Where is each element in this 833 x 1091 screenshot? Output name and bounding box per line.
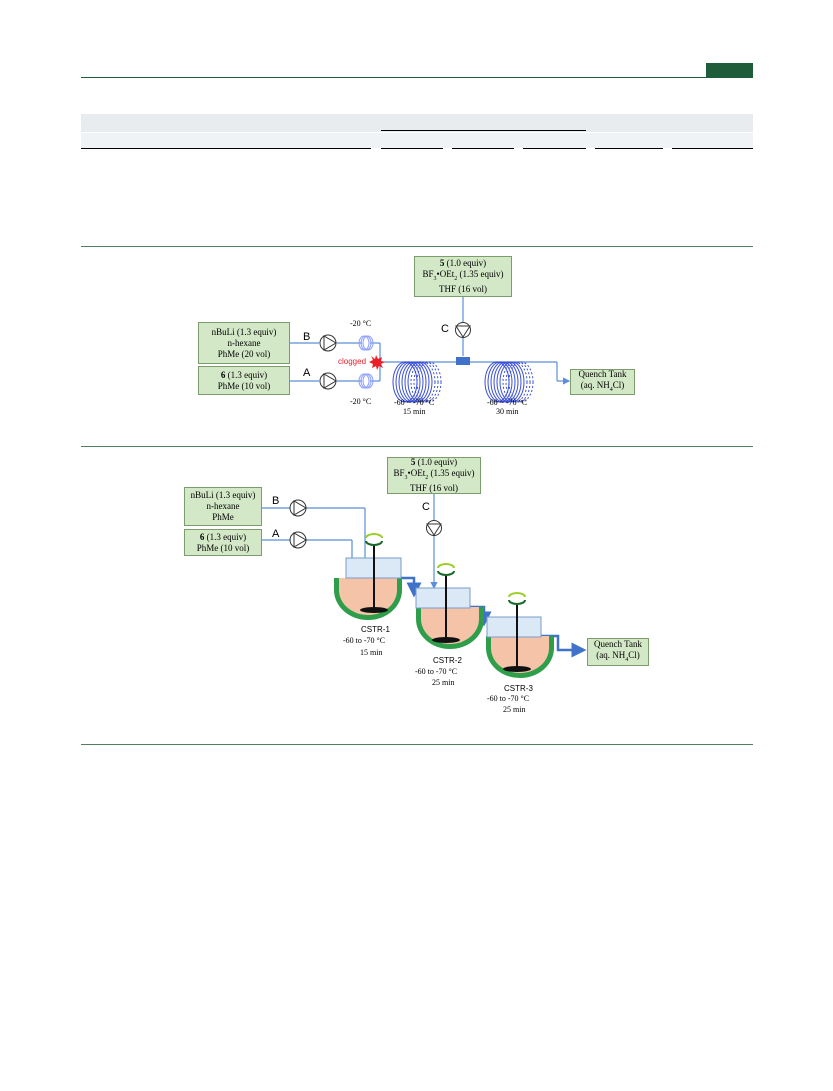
table-header-band [81, 114, 753, 132]
reagent-c-line3: THF (16 vol) [439, 284, 487, 295]
feed-b2-label: B [272, 495, 280, 507]
header-tab [706, 63, 753, 77]
reagent-c-sub3: 3 [433, 275, 437, 282]
reagent-b-line3: PhMe (20 vol) [217, 348, 271, 359]
reagent-c2-oet: •OEt [407, 467, 426, 478]
table-col-rule-4 [523, 148, 586, 149]
cstr-3-time: 25 min [503, 705, 526, 714]
reactor-coil-2-icon [484, 361, 534, 403]
feed-a2-label: A [272, 528, 280, 540]
cstr-3-icon [486, 592, 554, 678]
feed-b-label: B [303, 331, 311, 343]
section-rule-1 [81, 246, 753, 247]
reagent-c-sub2: 2 [454, 275, 458, 282]
table-header-band-2 [81, 133, 753, 148]
quench-cl: Cl) [612, 379, 625, 390]
reagent-c-bf: BF [422, 268, 434, 279]
reactor-coil-1-icon [392, 361, 442, 403]
compound-6-label: 6 [220, 369, 226, 380]
reagent-b2-line3: PhMe [212, 512, 234, 522]
cstr-1-temp: -60 to -70 °C [343, 636, 386, 645]
reagent-c2-line1: (1.0 equiv) [415, 456, 458, 467]
reagent-b-line2: n-hexane [227, 337, 261, 348]
pump-b-icon [319, 334, 337, 352]
reagent-c-equiv: (1.35 equiv) [457, 268, 504, 279]
feed-c-label: C [441, 323, 449, 335]
reagent-a-line2: PhMe (10 vol) [217, 380, 271, 391]
coil-1-time: 15 min [403, 407, 426, 416]
cstr-3-name: CSTR-3 [504, 684, 533, 693]
pump-c2-icon [426, 520, 442, 536]
cstr-2-time: 25 min [432, 678, 455, 687]
coil-1-temp: -60 ~ -70 °C [394, 398, 435, 407]
reagent-a2-line1: (1.3 equiv) [204, 531, 247, 542]
reagent-c2-box: 5 (1.0 equiv) BF3•OEt2 (1.35 equiv) THF … [387, 457, 481, 494]
precool-coil-b-icon [358, 335, 374, 351]
compound-5-label-2: 5 [410, 456, 416, 467]
reagent-b2-box: nBuLi (1.3 equiv) n-hexane PhMe [184, 487, 262, 526]
reagent-b2-line2: n-hexane [206, 501, 240, 511]
reagent-c-box: 5 (1.0 equiv) BF3•OEt2 (1.35 equiv) THF … [414, 256, 512, 297]
cstr-2-name: CSTR-2 [433, 656, 462, 665]
quench2-sub4: 4 [625, 656, 629, 663]
compound-6-label-2: 6 [199, 531, 205, 542]
table-col-rule-3 [452, 148, 514, 149]
pump-a-icon [319, 372, 337, 390]
table-col-rule-1 [81, 148, 371, 149]
clog-burst-icon [369, 355, 385, 370]
quench-tank-2-box: Quench Tank (aq. NH4Cl) [587, 638, 649, 666]
quench-line1: Quench Tank [578, 368, 627, 379]
cstr-1-time: 15 min [360, 648, 383, 657]
feed-c2-label: C [422, 501, 430, 513]
coil-2-time: 30 min [496, 407, 519, 416]
reagent-c2-line3: THF (16 vol) [410, 483, 458, 494]
cstr-1-name: CSTR-1 [361, 625, 390, 634]
precool-b-temp: -20 °C [350, 319, 372, 328]
pump-b2-icon [289, 499, 307, 517]
reagent-c2-equiv: (1.35 equiv) [428, 467, 475, 478]
quench2-nh: (aq. NH [596, 649, 626, 660]
coil-2-temp: -60 ~ -70 °C [487, 398, 528, 407]
reagent-a-box: 6 (1.3 equiv) PhMe (10 vol) [198, 366, 290, 395]
precool-a-temp: -20 °C [350, 397, 372, 406]
reagent-c2-sub3: 3 [404, 474, 408, 481]
reagent-c-line1: (1.0 equiv) [444, 257, 487, 268]
table-col-rule-2 [381, 148, 443, 149]
quench-tank-box: Quench Tank (aq. NH4Cl) [570, 369, 635, 395]
quench-nh: (aq. NH [580, 379, 610, 390]
table-col-rule-5 [595, 148, 663, 149]
reagent-c2-sub2: 2 [425, 474, 429, 481]
quench2-cl: Cl) [628, 649, 640, 660]
cstr-1-icon [334, 533, 402, 620]
section-rule-3 [81, 744, 753, 745]
reagent-b-box: nBuLi (1.3 equiv) n-hexane PhMe (20 vol) [198, 322, 290, 364]
reagent-b-line1: nBuLi (1.3 equiv) [211, 326, 277, 337]
reagent-a2-line2: PhMe (10 vol) [196, 542, 250, 553]
quench2-line1: Quench Tank [594, 638, 642, 649]
header-rule [81, 77, 753, 78]
cstr-2-icon [415, 563, 484, 649]
reagent-c-oet: •OEt [436, 268, 455, 279]
reagent-a2-box: 6 (1.3 equiv) PhMe (10 vol) [184, 529, 262, 556]
cstr-2-temp: -60 to -70 °C [415, 667, 458, 676]
feed-a-label: A [303, 367, 311, 379]
clogged-label: clogged [338, 357, 367, 366]
reagent-a-line1: (1.3 equiv) [225, 369, 268, 380]
section-rule-2 [81, 446, 753, 447]
quench-sub4: 4 [609, 386, 613, 393]
reagent-b2-line1: nBuLi (1.3 equiv) [190, 490, 256, 500]
table-span-rule [381, 130, 586, 131]
compound-5-label: 5 [439, 257, 445, 268]
table-col-rule-6 [672, 148, 753, 149]
precool-coil-a-icon [358, 373, 374, 389]
pump-a2-icon [289, 531, 307, 549]
cstr-3-temp: -60 to -70 °C [487, 694, 530, 703]
reagent-c2-bf: BF [393, 467, 405, 478]
pump-c-icon [455, 322, 471, 338]
